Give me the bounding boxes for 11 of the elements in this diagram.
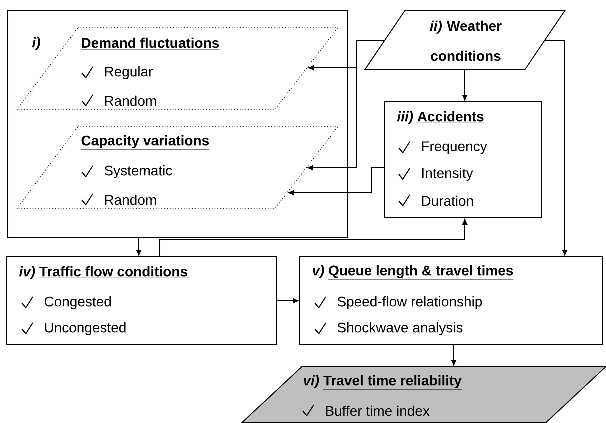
arrow (462, 70, 468, 101)
arrow (276, 298, 299, 304)
arrow (308, 40, 386, 171)
arrow (288, 168, 386, 196)
process-box: iii) Accidents Frequency Intensity Duration (384, 102, 542, 218)
process-box: v) Queue length & travel times Speed-flow relationship Shockwave analysis (300, 256, 604, 346)
arrow (160, 219, 468, 258)
arrow (544, 40, 568, 256)
arrow (136, 238, 142, 256)
process-box: iv) Traffic flow conditions Congested Uncongested (6, 256, 278, 346)
arrow (451, 344, 457, 366)
